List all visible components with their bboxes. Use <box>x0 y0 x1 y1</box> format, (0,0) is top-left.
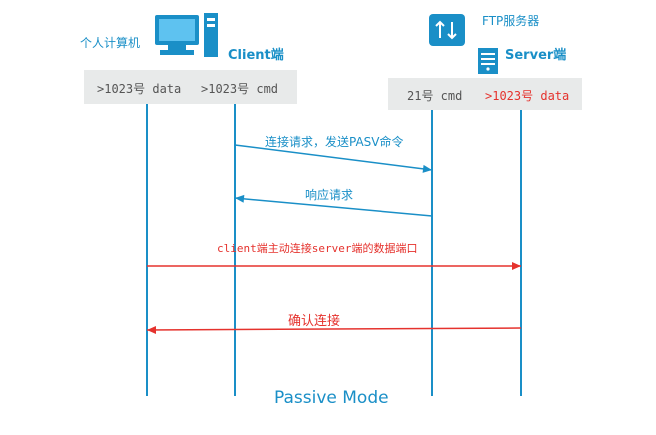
client-port-box <box>84 70 297 104</box>
client-name: Client端 <box>228 48 284 63</box>
message-label-data-connect: client端主动连接server端的数据端口 <box>217 242 418 255</box>
footer-title: Passive Mode <box>274 388 389 408</box>
arrow-pasv-request <box>234 144 433 173</box>
message-label-confirm: 确认连接 <box>288 314 341 329</box>
arrow-response <box>234 194 433 217</box>
server-port-box <box>388 78 582 110</box>
server-name: Server端 <box>505 48 567 63</box>
server-port-cmd: 21号 cmd <box>407 89 463 103</box>
server-port-data: >1023号 data <box>485 89 570 103</box>
client-port-data: >1023号 data <box>97 82 182 96</box>
client-port-cmd: >1023号 cmd <box>201 82 279 96</box>
computer-icon <box>155 13 218 57</box>
server-caption: FTP服务器 <box>482 14 540 28</box>
server-icon <box>429 14 498 74</box>
client-caption: 个人计算机 <box>80 36 141 50</box>
message-label-response: 响应请求 <box>305 188 354 202</box>
message-label-pasv: 连接请求，发送PASV命令 <box>265 135 404 149</box>
arrow-confirm <box>146 325 522 334</box>
arrow-data-connect <box>147 262 521 270</box>
